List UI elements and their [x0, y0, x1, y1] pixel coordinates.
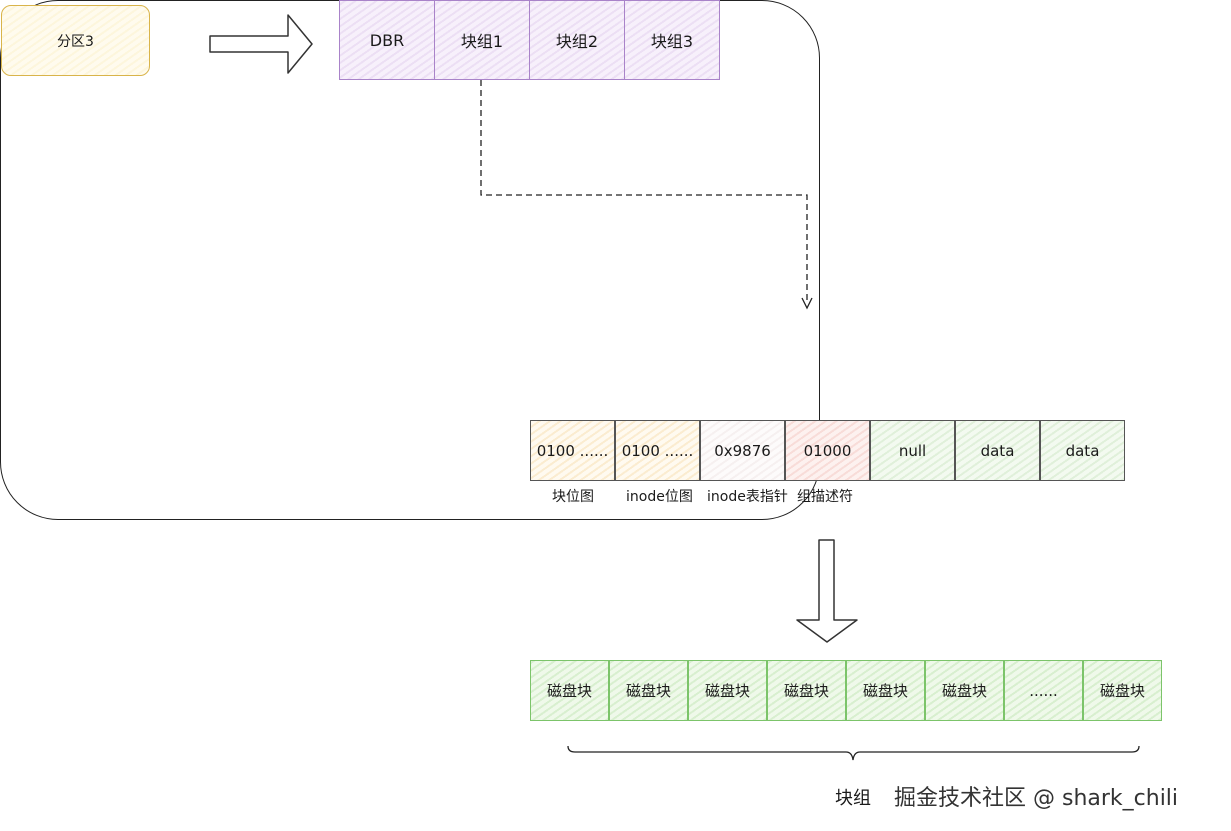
disk-block-label: 磁盘块	[625, 682, 671, 700]
disk-block: 磁盘块	[767, 660, 846, 721]
partition-arrow	[209, 14, 313, 74]
meta-cell-inode-table-pointer: 0x9876	[700, 420, 785, 481]
block-group-3-cell: 块组3	[624, 0, 720, 80]
block-group-2-cell: 块组2	[529, 0, 625, 80]
dashed-connector	[480, 80, 808, 300]
label-block-bitmap: 块位图	[552, 489, 594, 505]
dbr-cell: DBR	[339, 0, 435, 80]
label-inode-bitmap: inode位图	[626, 489, 693, 505]
disk-block: 磁盘块	[530, 660, 609, 721]
block-group-brace-label: 块组	[835, 788, 871, 809]
meta-cell-text: 01000	[803, 441, 852, 460]
block-group-1-label: 块组1	[460, 32, 504, 51]
disk-block: 磁盘块	[688, 660, 767, 721]
disk-block-label: 磁盘块	[941, 682, 987, 700]
disk-block-label: 磁盘块	[704, 682, 750, 700]
block-group-1-cell: 块组1	[434, 0, 530, 80]
label-inode-table-pointer: inode表指针	[707, 489, 788, 505]
meta-cell-block-bitmap: 0100 ......	[530, 420, 615, 481]
disk-block-label: 磁盘块	[862, 682, 908, 700]
down-arrow	[796, 539, 858, 643]
meta-cell-inode-bitmap: 0100 ......	[615, 420, 700, 481]
meta-cell-text: 0x9876	[714, 441, 771, 460]
meta-cell-text: data	[980, 441, 1015, 460]
disk-block-label: ......	[1029, 681, 1058, 700]
dbr-label: DBR	[369, 30, 405, 50]
label-group-descriptor: 组描述符	[797, 489, 853, 505]
disk-block-label: 磁盘块	[1099, 682, 1145, 700]
partition-label: 分区3	[57, 33, 94, 50]
watermark: 掘金技术社区 @ shark_chili	[894, 786, 1179, 811]
disk-block: 磁盘块	[609, 660, 688, 721]
meta-cell-data-1: data	[955, 420, 1040, 481]
meta-cell-text: 0100 ......	[536, 441, 609, 460]
disk-block-label: 磁盘块	[783, 682, 829, 700]
disk-block: 磁盘块	[846, 660, 925, 721]
block-group-2-label: 块组2	[555, 32, 599, 51]
meta-cell-text: null	[898, 441, 927, 460]
meta-cell-null: null	[870, 420, 955, 481]
disk-block: 磁盘块	[925, 660, 1004, 721]
disk-block-ellipsis: ......	[1004, 660, 1083, 721]
meta-cell-data-2: data	[1040, 420, 1125, 481]
block-group-3-label: 块组3	[650, 32, 694, 51]
disk-block-label: 磁盘块	[546, 682, 592, 700]
block-group-brace	[567, 745, 1140, 761]
meta-cell-group-descriptor: 01000	[785, 420, 870, 481]
disk-block: 磁盘块	[1083, 660, 1162, 721]
partition-box: 分区3	[1, 5, 150, 76]
dashed-connector-arrowhead	[801, 297, 813, 310]
meta-cell-text: 0100 ......	[621, 441, 694, 460]
meta-cell-text: data	[1065, 441, 1100, 460]
